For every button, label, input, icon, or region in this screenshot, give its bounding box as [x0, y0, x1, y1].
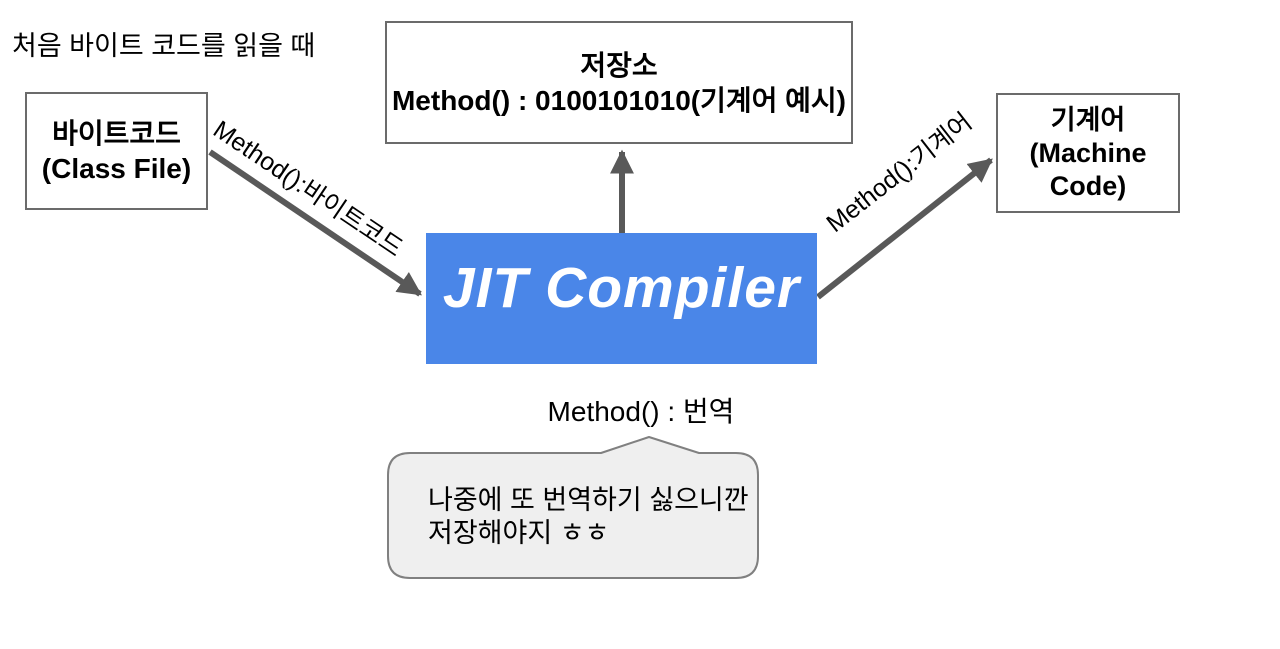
machine-code-box-line2: (Machine	[1029, 137, 1147, 168]
intro-note: 처음 바이트 코드를 읽을 때	[12, 31, 316, 61]
jit-compiler-label: JIT Compiler	[442, 255, 801, 320]
speech-bubble-text: 나중에 또 번역하기 싫으니깐 저장해야지 ㅎㅎ	[428, 484, 749, 550]
bytecode-box-line2: (Class File)	[41, 153, 192, 184]
machine-code-box: 기계어 (Machine Code)	[996, 93, 1180, 213]
jit-compiler-box: JIT Compiler	[426, 233, 817, 364]
storage-box-line2: Method() : 0100101010(기계어 예시)	[391, 84, 846, 116]
arrow-bytecode-to-jit-icon	[208, 149, 422, 297]
bytecode-box-line1: 바이트코드	[52, 118, 181, 149]
machine-code-box-line1: 기계어	[1050, 104, 1126, 135]
speech-bubble-line2: 저장해야지 ㅎㅎ	[428, 518, 610, 548]
storage-box-line1: 저장소	[580, 49, 658, 81]
bytecode-box: 바이트코드 (Class File)	[25, 92, 208, 210]
speech-bubble-line1: 나중에 또 번역하기 싫으니깐	[428, 485, 749, 515]
storage-box: 저장소 Method() : 0100101010(기계어 예시)	[385, 21, 853, 144]
arrow-label-bytecode-to-jit: Method():바이트코드	[208, 115, 408, 263]
jit-translate-label: Method() : 번역	[547, 396, 735, 427]
machine-code-box-line3: Code)	[1049, 170, 1127, 201]
